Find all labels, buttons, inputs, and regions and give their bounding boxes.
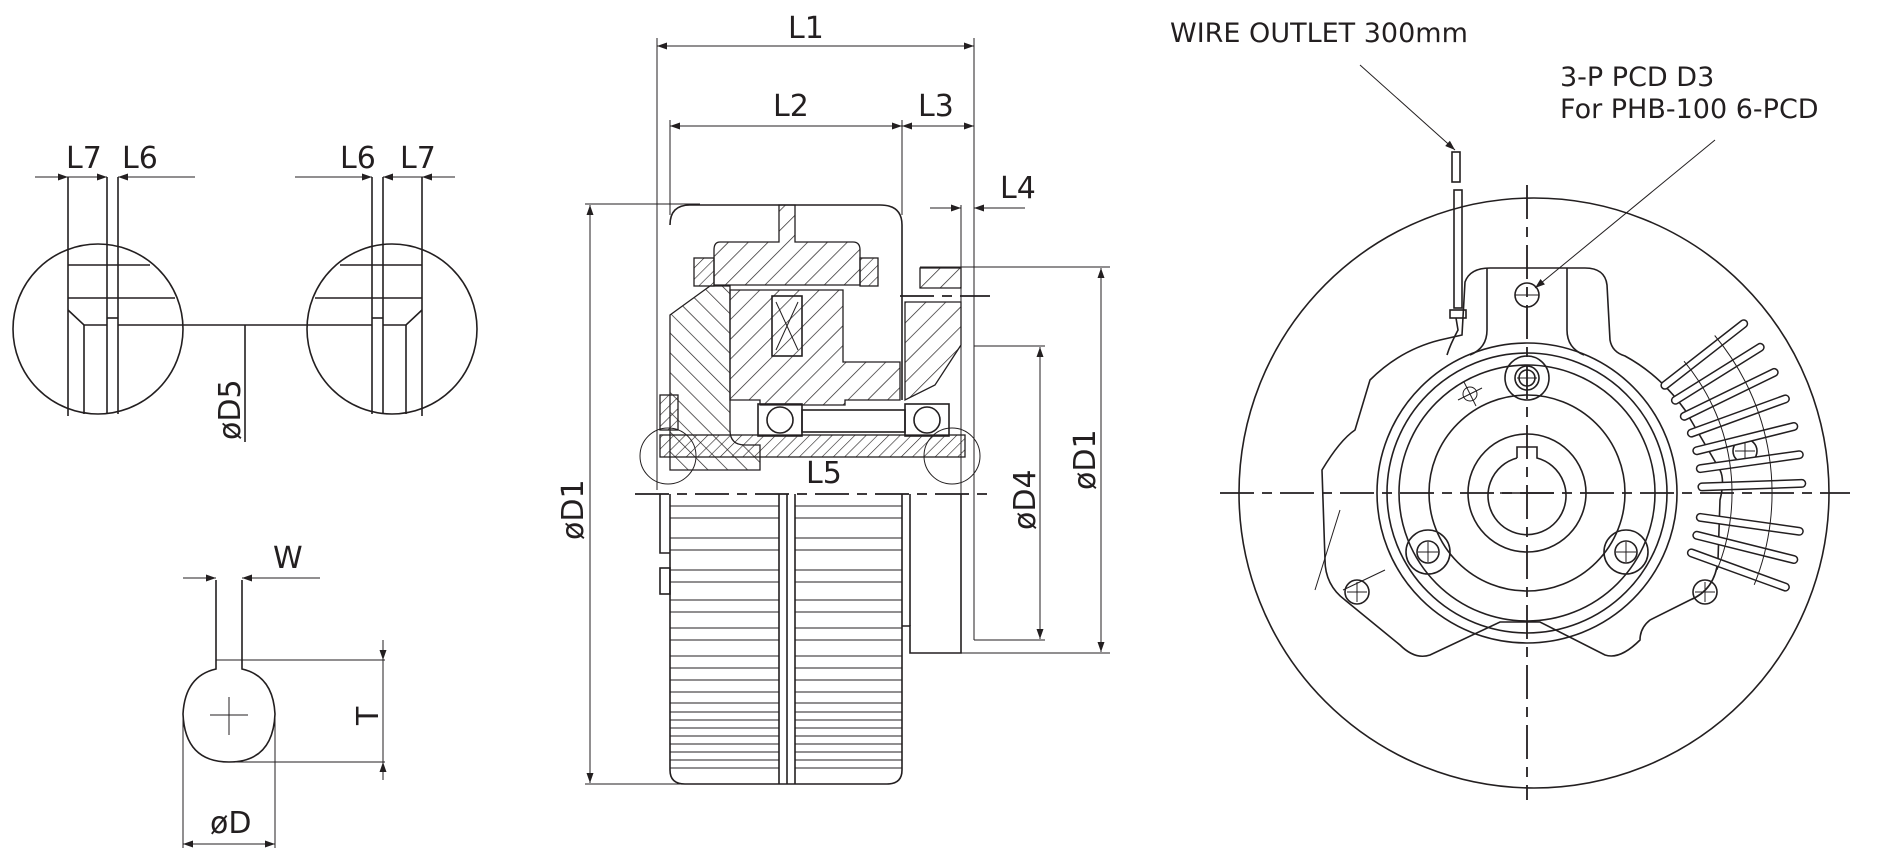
dim-label-l3: L3 [918, 89, 954, 124]
mounting-flange [1321, 267, 1724, 658]
dim-label-d1-right: øD1 [1068, 429, 1103, 490]
shaft-sleeve-section [659, 434, 966, 458]
screw-bottom-left [1405, 529, 1451, 575]
note-wire-outlet: WIRE OUTLET 300mm [1170, 18, 1468, 49]
rotor-hub-section [713, 204, 861, 286]
mount-hole-left [1344, 579, 1370, 605]
dim-label-l2: L2 [773, 89, 809, 124]
pcd-hole [1514, 282, 1540, 308]
dim-label-d4: øD4 [1008, 469, 1043, 530]
finned-rotor [669, 494, 903, 785]
groove-detail-left: L7 L6 [12, 141, 195, 416]
dim-label-l5: L5 [806, 456, 842, 491]
dim-label-t: T [351, 706, 386, 726]
dim-label-d5: øD5 [213, 379, 248, 440]
wire-outlet-leader [1359, 64, 1456, 151]
dim-label-d: øD [210, 806, 251, 841]
radial-fin [1698, 480, 1805, 490]
front-view: WIRE OUTLET 300mm 3-P PCD D3 For PHB-100… [1170, 18, 1850, 800]
rotor-outer-circle [1238, 197, 1830, 789]
dim-label-l7-left: L7 [66, 141, 102, 176]
keyway-detail-view: W T øD [182, 541, 387, 848]
radial-fin [1672, 344, 1764, 404]
dim-label-l7-right: L7 [400, 141, 436, 176]
fin-rib-arc [1714, 335, 1773, 585]
bearing-ball-right [913, 406, 941, 434]
dim-label-l6-right: L6 [340, 141, 376, 176]
radial-fin [1693, 423, 1797, 454]
radial-fin [1697, 451, 1803, 472]
dim-label-d1-left: øD1 [556, 479, 591, 540]
dim-label-l6-left: L6 [122, 141, 158, 176]
mount-hole-right [1692, 579, 1718, 605]
dim-label-l4: L4 [1000, 171, 1036, 206]
radial-fin [1661, 320, 1747, 389]
dim-label-w: W [273, 541, 303, 576]
groove-detail-view: L7 L6 øD5 L6 L7 [12, 141, 478, 442]
radial-cooling-fins [1660, 319, 1807, 592]
screw-top [1504, 355, 1550, 401]
shaft-bore-keyway [1487, 446, 1567, 536]
note-pcd-line2: For PHB-100 6-PCD [1560, 94, 1819, 125]
dim-label-l1: L1 [788, 11, 824, 46]
radial-fin [1693, 532, 1797, 563]
fin-rib-arc [1683, 360, 1733, 570]
screw-bottom-right [1603, 529, 1649, 575]
cooling-fins [670, 505, 902, 769]
stator-section [729, 289, 901, 406]
wire-outlet [1446, 151, 1467, 356]
bearing-ball-left [766, 406, 794, 434]
coil-section [771, 295, 803, 357]
radial-fin [1697, 514, 1803, 535]
rotation-marker [1457, 381, 1483, 407]
detail-marker-right [923, 427, 981, 485]
section-view: L1 L2 L3 L4 øD1 [556, 11, 1110, 785]
radial-fin [1681, 369, 1778, 420]
note-pcd-line1: 3-P PCD D3 [1560, 62, 1714, 93]
radial-fin [1688, 549, 1789, 591]
groove-detail-right: L6 L7 [295, 141, 478, 416]
radial-fin [1688, 395, 1789, 437]
detail-marker-left [639, 427, 697, 485]
pcd-leader [1534, 139, 1716, 289]
